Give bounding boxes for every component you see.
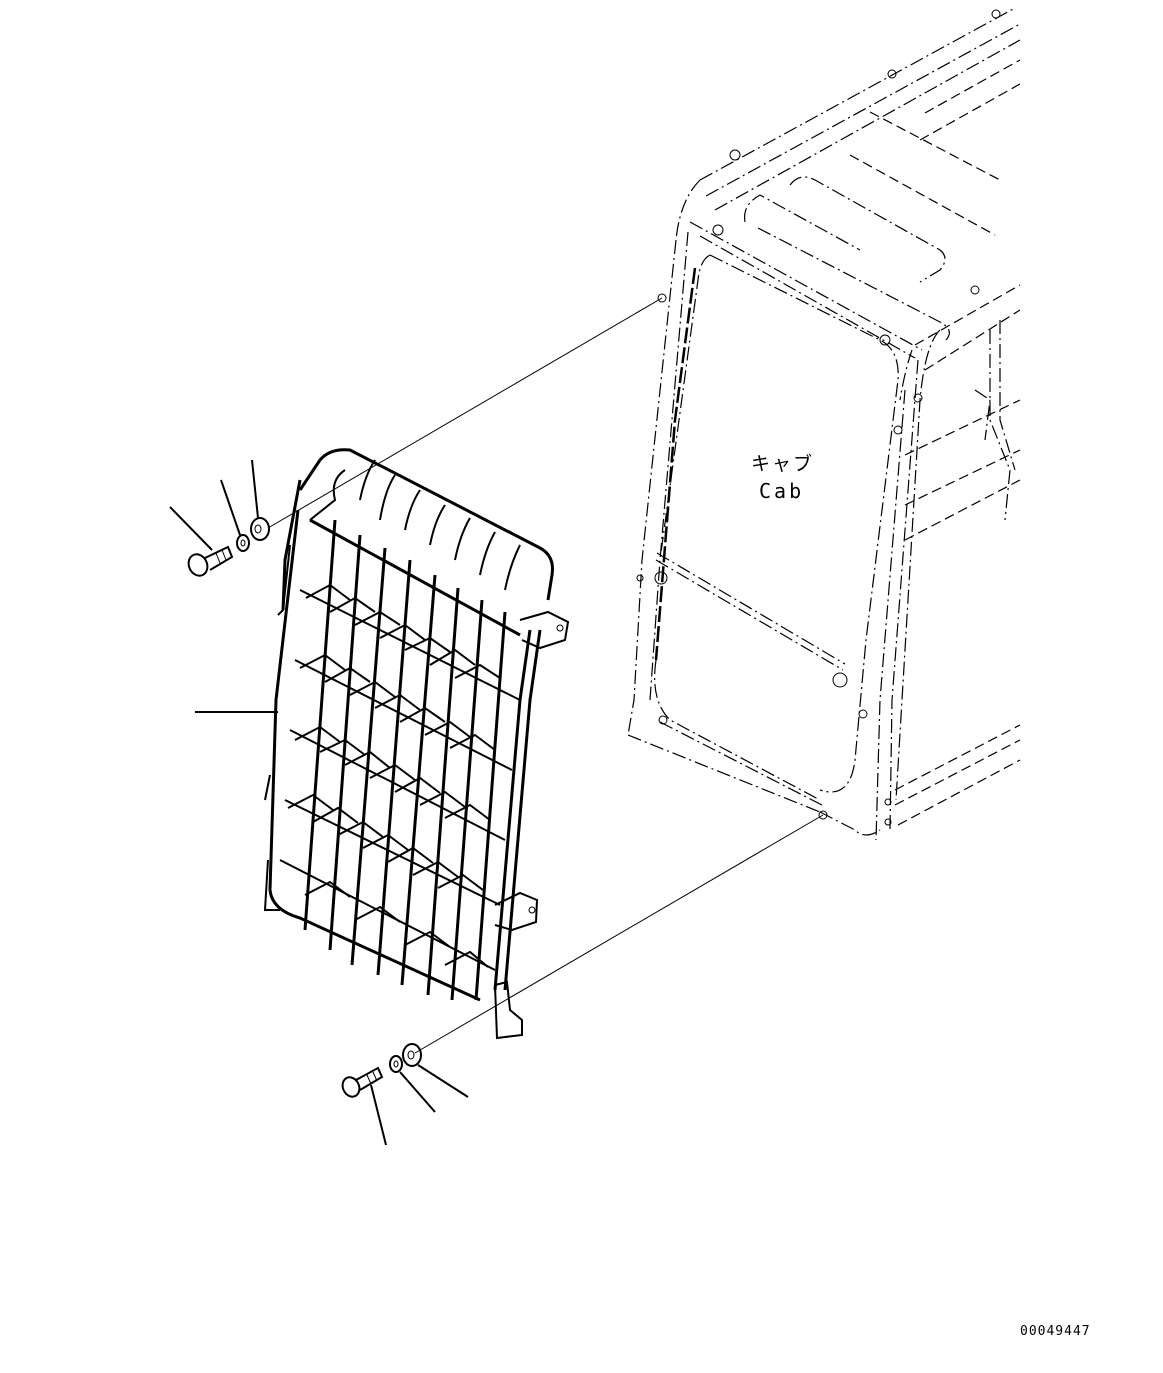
leader-lower-flat-washer: [417, 1064, 469, 1098]
leader-upper-flat-washer: [251, 459, 259, 519]
grille-guard: [263, 448, 570, 1040]
lower-lock-washer: [389, 1055, 403, 1073]
drawing-number: 00049447: [1020, 1324, 1091, 1339]
cab-outline: [627, 7, 1021, 841]
lower-bolt: [341, 1066, 384, 1098]
lower-fastener-set: [341, 1043, 469, 1146]
cab-label-japanese: キャブ: [751, 453, 815, 475]
upper-bolt: [187, 545, 234, 577]
leader-upper-bolt: [169, 506, 213, 551]
upper-flat-washer: [250, 517, 270, 541]
leader-lower-bolt: [370, 1084, 387, 1146]
leader-lower-lock-washer: [399, 1071, 436, 1113]
leader-upper-lock-washer: [220, 479, 241, 536]
upper-fastener-set: [169, 459, 270, 577]
cab-label-english: Cab: [759, 479, 805, 503]
alignment-lines: [267, 297, 824, 1054]
upper-lock-washer: [236, 534, 250, 552]
lower-flat-washer: [402, 1043, 422, 1067]
